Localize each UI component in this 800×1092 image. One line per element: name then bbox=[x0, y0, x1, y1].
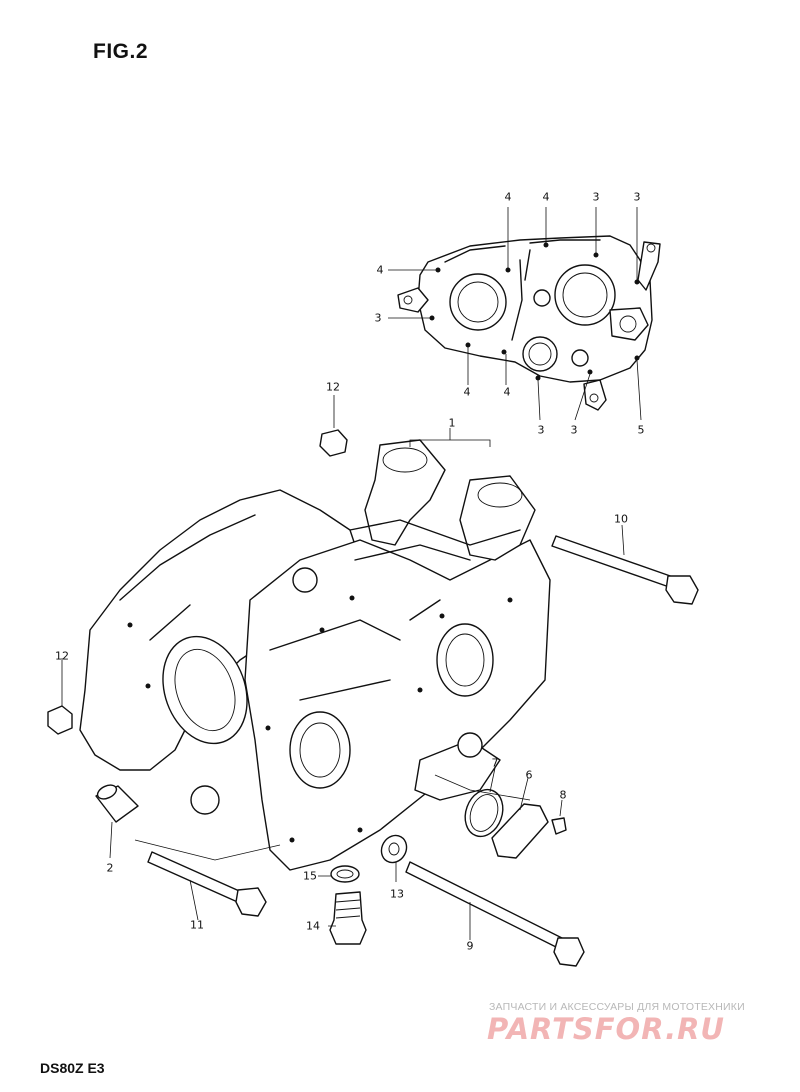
inset-callout-4-d: 4 bbox=[463, 385, 471, 399]
model-code: DS80Z E3 bbox=[40, 1060, 105, 1076]
watermark-logo: PARTSFOR.RU bbox=[487, 1012, 725, 1046]
callout-14: 14 bbox=[306, 919, 320, 933]
crankcase-assembly bbox=[79, 439, 551, 871]
loose-parts bbox=[47, 429, 699, 967]
callout-12-left: 12 bbox=[55, 649, 69, 663]
inset-callout-3-d: 3 bbox=[537, 423, 545, 437]
callout-13: 13 bbox=[390, 887, 404, 901]
callout-6: 6 bbox=[525, 768, 533, 782]
callout-7: 7 bbox=[491, 756, 499, 770]
callout-12-top: 12 bbox=[326, 380, 340, 394]
inset-callout-3-c: 3 bbox=[374, 311, 382, 325]
inset-callout-4-e: 4 bbox=[503, 385, 511, 399]
callout-15: 15 bbox=[303, 869, 317, 883]
watermark-tagline: ЗАПЧАСТИ И АКСЕССУАРЫ ДЛЯ МОТОТЕХНИКИ bbox=[489, 1001, 745, 1013]
callout-10: 10 bbox=[614, 512, 628, 526]
inset-callout-3-a: 3 bbox=[592, 190, 600, 204]
callout-1: 1 bbox=[448, 416, 456, 430]
callout-11: 11 bbox=[190, 918, 204, 932]
figure-title: FIG.2 bbox=[93, 40, 149, 63]
crankcase-inner-view bbox=[388, 207, 661, 421]
inset-callout-5: 5 bbox=[637, 423, 645, 437]
inset-callout-4-b: 4 bbox=[542, 190, 550, 204]
inset-callout-3-b: 3 bbox=[633, 190, 641, 204]
callout-2: 2 bbox=[106, 861, 114, 875]
inset-callout-4-a: 4 bbox=[504, 190, 512, 204]
callout-9: 9 bbox=[466, 939, 474, 953]
inset-callout-3-e: 3 bbox=[570, 423, 578, 437]
inset-callout-4-c: 4 bbox=[376, 263, 384, 277]
leader-lines bbox=[61, 395, 625, 940]
callout-8: 8 bbox=[559, 788, 567, 802]
